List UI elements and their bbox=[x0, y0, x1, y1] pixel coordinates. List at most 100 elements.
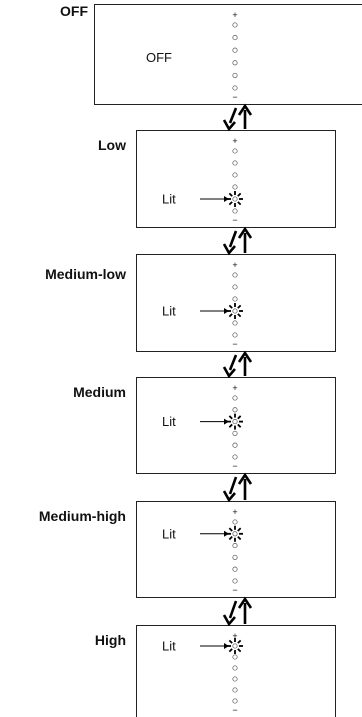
lit-label: Lit bbox=[162, 414, 176, 429]
lit-label: Lit bbox=[162, 526, 176, 541]
burst-ray bbox=[228, 415, 233, 420]
plus-sign: + bbox=[232, 260, 237, 270]
minus-sign: − bbox=[232, 461, 237, 471]
burst-ray bbox=[237, 304, 242, 309]
pointer-arrowhead bbox=[224, 196, 229, 202]
lit-label: Lit bbox=[162, 639, 176, 654]
indicator-dot bbox=[232, 172, 238, 178]
level-panel-4: Medium-high + − Lit bbox=[39, 501, 336, 598]
plus-sign: + bbox=[232, 507, 237, 517]
indicator-dot bbox=[232, 272, 238, 278]
indicator-dot bbox=[232, 543, 238, 549]
burst-ray bbox=[228, 527, 233, 532]
burst-ray bbox=[237, 192, 242, 197]
down-arrow bbox=[228, 600, 238, 619]
indicator-dot bbox=[232, 308, 238, 314]
down-arrowhead bbox=[222, 490, 236, 503]
burst-ray bbox=[228, 648, 233, 653]
lit-label: Lit bbox=[162, 304, 176, 319]
burst-ray bbox=[237, 648, 242, 653]
plus-sign: + bbox=[232, 631, 237, 641]
down-arrowhead bbox=[222, 119, 236, 132]
indicator-dot bbox=[232, 654, 238, 660]
indicator-dot bbox=[232, 531, 238, 537]
indicator-dot bbox=[232, 72, 238, 78]
pointer-arrowhead bbox=[224, 418, 229, 425]
indicator-dot bbox=[232, 519, 238, 525]
burst-ray bbox=[237, 639, 242, 644]
level-label: Medium-high bbox=[39, 508, 126, 524]
indicator-dot bbox=[232, 554, 238, 560]
panel-box bbox=[94, 4, 362, 105]
up-arrowhead bbox=[237, 226, 253, 239]
minus-sign: − bbox=[232, 339, 237, 349]
minus-sign: − bbox=[232, 215, 237, 225]
transition-arrows-4 bbox=[222, 596, 253, 627]
burst-ray bbox=[228, 423, 233, 428]
indicator-dot bbox=[232, 698, 238, 704]
level-panel-1: Low + − Lit bbox=[98, 130, 336, 228]
burst-ray bbox=[228, 201, 233, 206]
indicator-dot bbox=[232, 296, 238, 302]
down-arrow bbox=[228, 354, 238, 371]
indicator-dot bbox=[232, 566, 238, 572]
indicator-dot bbox=[232, 35, 238, 41]
plus-sign: + bbox=[232, 383, 237, 393]
down-arrow bbox=[228, 107, 238, 124]
transition-arrows-3 bbox=[222, 472, 253, 503]
level-label: Medium-low bbox=[45, 266, 126, 282]
burst-ray bbox=[237, 313, 242, 318]
level-panel-5: High+−Lit bbox=[95, 625, 336, 717]
burst-ray bbox=[237, 423, 242, 428]
lit-burst-icon bbox=[227, 191, 243, 207]
burst-ray bbox=[237, 201, 242, 206]
indicator-dot bbox=[232, 395, 238, 401]
up-arrowhead bbox=[237, 596, 253, 609]
lit-burst-icon bbox=[227, 638, 243, 654]
up-arrowhead bbox=[237, 103, 253, 116]
indicator-dot bbox=[232, 442, 238, 448]
minus-sign: − bbox=[232, 705, 237, 715]
burst-ray bbox=[228, 535, 233, 541]
indicator-dot bbox=[232, 160, 238, 166]
level-label: OFF bbox=[60, 3, 88, 19]
indicator-dot bbox=[232, 85, 238, 91]
down-arrowhead bbox=[222, 614, 236, 627]
indicator-dot bbox=[232, 208, 238, 214]
plus-sign: + bbox=[232, 136, 237, 146]
up-arrowhead bbox=[237, 472, 253, 485]
burst-ray bbox=[228, 313, 233, 318]
indicator-dot bbox=[232, 284, 238, 290]
indicator-dot bbox=[232, 676, 238, 682]
level-label: Medium bbox=[73, 384, 126, 400]
indicator-dot bbox=[232, 419, 238, 425]
indicator-dot bbox=[232, 332, 238, 338]
pointer-arrowhead bbox=[224, 308, 229, 314]
indicator-dot bbox=[232, 148, 238, 154]
indicator-dot bbox=[232, 196, 238, 202]
lit-label: Lit bbox=[162, 192, 176, 207]
indicator-dot bbox=[232, 430, 238, 436]
burst-ray bbox=[237, 527, 242, 532]
burst-ray bbox=[237, 415, 242, 420]
indicator-dot bbox=[232, 184, 238, 190]
down-arrowhead bbox=[222, 243, 236, 256]
level-panel-2: Medium-low + − Lit bbox=[45, 254, 336, 352]
indicator-dot bbox=[232, 687, 238, 693]
indicator-dot bbox=[232, 407, 238, 413]
indicator-dot bbox=[232, 454, 238, 460]
down-arrowhead bbox=[222, 366, 236, 379]
plus-sign: + bbox=[232, 10, 237, 20]
transition-arrows-1 bbox=[222, 226, 253, 256]
transition-arrows-2 bbox=[222, 350, 253, 379]
indicator-dot bbox=[232, 60, 238, 66]
minus-sign: − bbox=[232, 585, 237, 595]
burst-ray bbox=[228, 639, 233, 644]
indicator-dot bbox=[232, 320, 238, 326]
burst-ray bbox=[237, 535, 242, 541]
level-panel-0: OFF+−OFF bbox=[60, 3, 362, 105]
level-label: Low bbox=[98, 137, 126, 153]
minus-sign: − bbox=[232, 92, 237, 102]
down-arrow bbox=[228, 476, 238, 495]
